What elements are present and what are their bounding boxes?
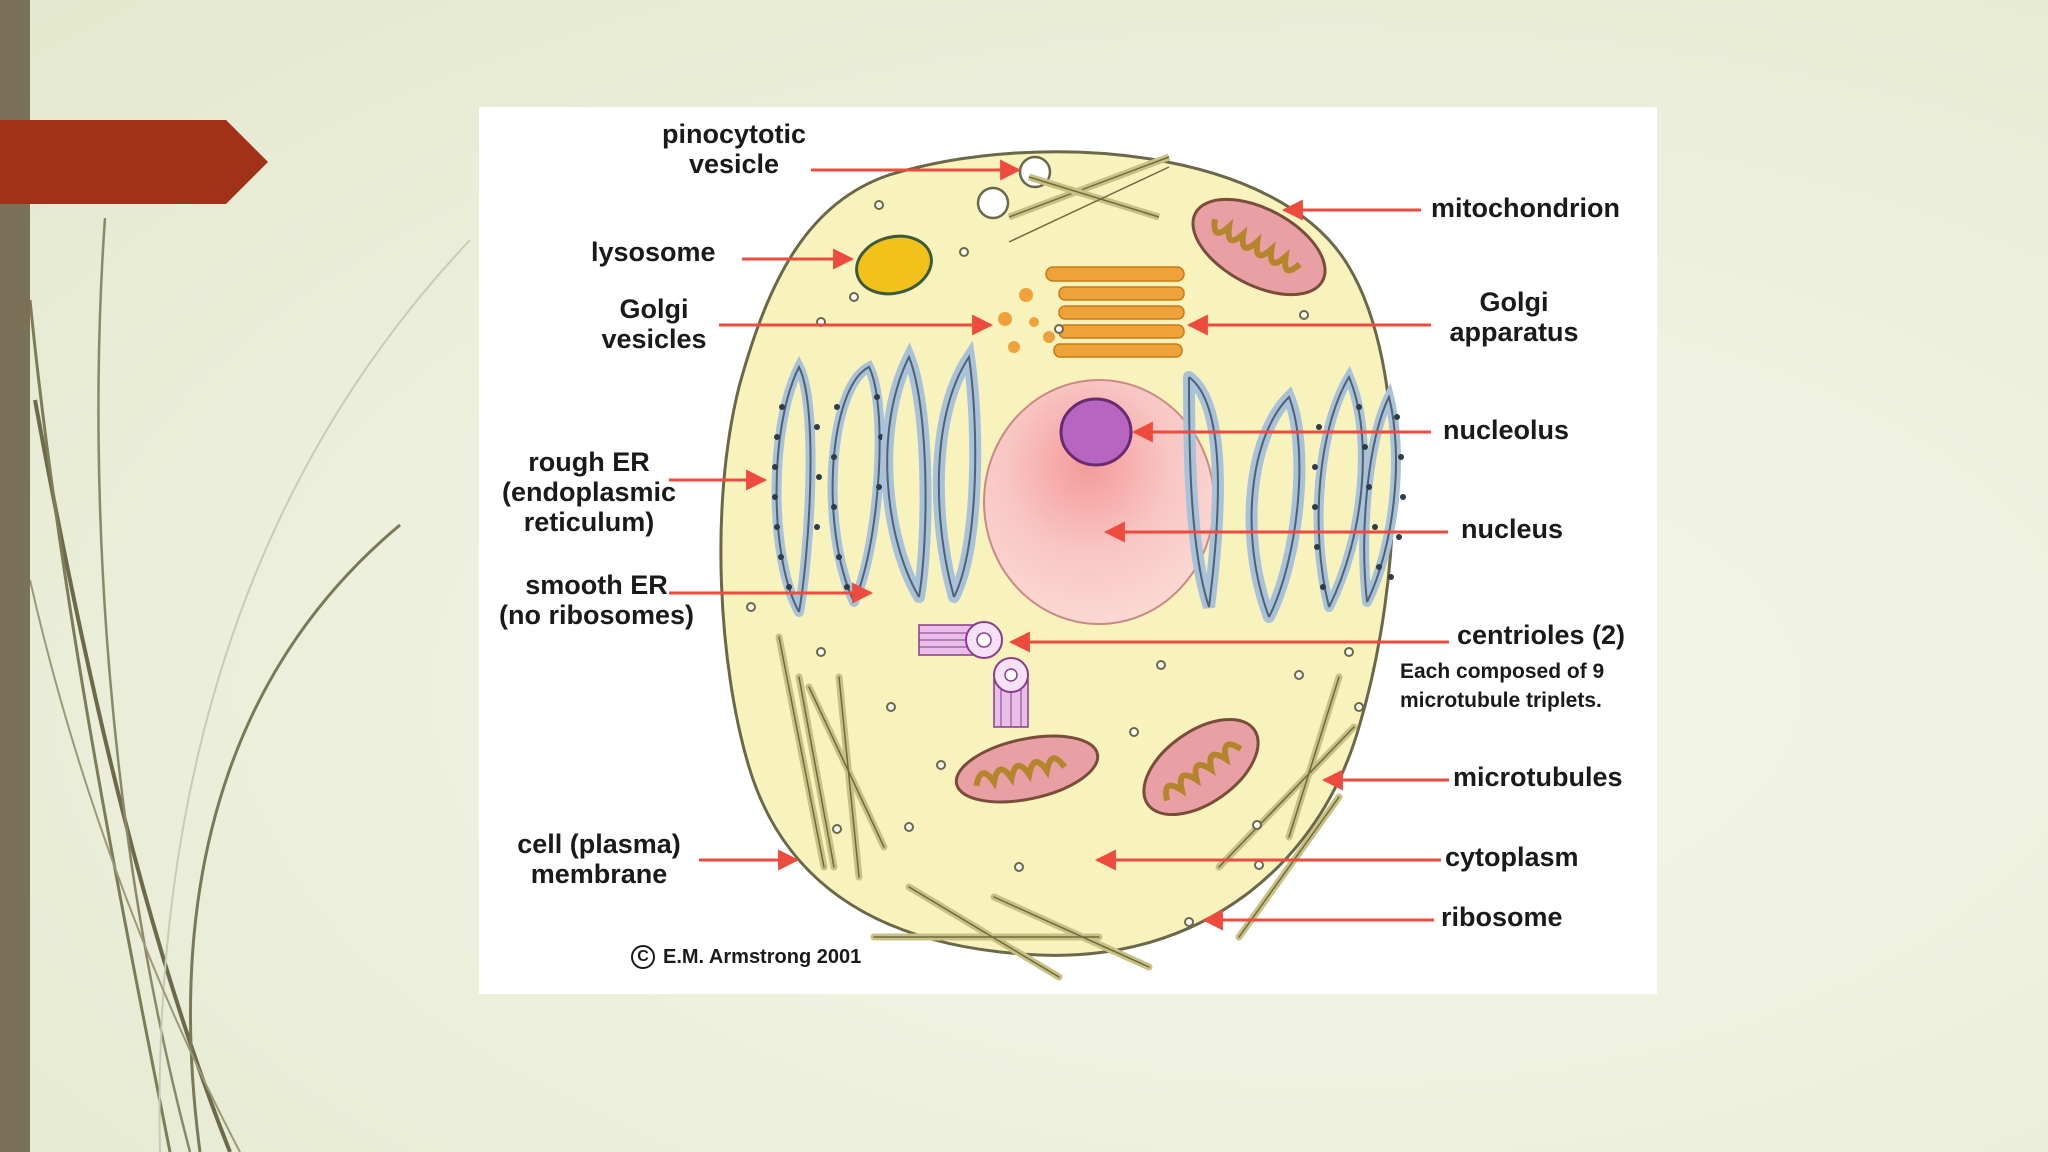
golgi-apparatus	[1045, 266, 1185, 358]
label-nucleus: nucleus	[1461, 514, 1564, 544]
microtubules	[775, 633, 1358, 981]
label-golgi-vesicles: Golgi vesicles	[601, 294, 707, 354]
centrioles	[918, 621, 1029, 728]
label-ribosome: ribosome	[1441, 902, 1563, 932]
title-accent-tab	[0, 120, 268, 204]
mitochondrion	[1191, 197, 1327, 297]
label-rough-er: rough ER (endoplasmic reticulum)	[501, 447, 677, 537]
label-mitochondrion: mitochondrion	[1431, 193, 1620, 223]
label-cell-membrane: cell (plasma) membrane	[517, 829, 681, 889]
label-lysosome: lysosome	[591, 237, 716, 267]
cell-illustration	[669, 150, 1449, 981]
label-golgi-apparatus: Golgi apparatus	[1449, 287, 1579, 347]
label-nucleolus: nucleolus	[1443, 415, 1570, 445]
nucleolus	[1059, 397, 1133, 467]
copyright-text: E.M. Armstrong 2001	[663, 945, 862, 968]
mitochondrion-bottom-right	[1142, 717, 1260, 817]
label-cytoplasm: cytoplasm	[1445, 842, 1579, 872]
label-centrioles: centrioles (2)	[1457, 620, 1626, 650]
copyright-icon: C	[631, 945, 655, 969]
label-pinocytotic-vesicle: pinocytotic vesicle	[661, 119, 806, 179]
mitochondrion-bottom-left	[954, 734, 1100, 804]
decorative-curves	[28, 217, 471, 1152]
cell-diagram: pinocytotic vesicle lysosome Golgi vesic…	[479, 107, 1657, 994]
label-microtubules: microtubules	[1453, 762, 1623, 792]
copyright-notice: C E.M. Armstrong 2001	[631, 942, 861, 972]
label-smooth-er: smooth ER (no ribosomes)	[498, 570, 694, 630]
label-centrioles-note: Each composed of 9 microtubule triplets.	[1400, 660, 1605, 712]
lysosome	[855, 234, 933, 296]
pointer-arrows	[669, 159, 1449, 931]
